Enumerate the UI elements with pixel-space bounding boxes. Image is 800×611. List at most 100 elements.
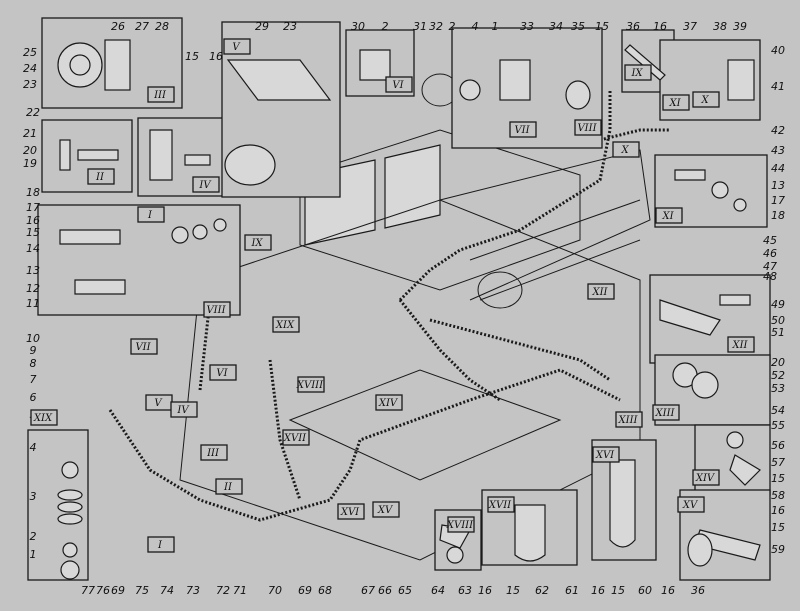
view-marker-frame [624,64,652,81]
view-marker-frame [272,316,300,333]
callout-number: 61 [565,584,579,597]
callout-number: 16 [653,20,667,33]
view-numeral: XII [731,340,748,351]
callout-number: 56 [771,439,785,452]
callout-number: 23 [283,20,297,33]
callout-number: 16 [26,214,40,227]
callout-number: 16 [771,504,785,517]
callout-number: 36 [691,584,705,597]
callout-number: 67 [361,584,375,597]
callout-number: 54 [771,404,785,417]
callout-number: 16 [209,50,223,63]
callout-number: 15 [771,521,785,534]
view-numeral: X [620,145,629,156]
callout-number: 20 [23,144,37,157]
view-marker-frame [655,207,683,224]
callout-number: 39 [733,20,747,33]
callout-number: 13 [26,264,40,277]
callout-number: 25 [23,46,37,59]
callout-number: 27 [135,20,149,33]
view-numeral: XIV [378,398,399,409]
callout-number: 15 [26,226,40,239]
view-numeral: XVI [595,450,615,461]
callout-number: 49 [771,298,785,311]
callout-number: 68 [318,584,332,597]
view-numeral: I [147,210,153,221]
callout-number: 72 [216,584,230,597]
view-numeral: XIX [33,413,53,424]
view-marker-frame [375,394,403,411]
callout-number: 52 [771,369,785,382]
view-marker-frame [727,336,755,353]
callout-number: 35 [571,20,585,33]
view-marker-frame [447,516,475,533]
callout-number: 43 [771,144,785,157]
view-numeral: XI [668,98,681,109]
wire-harness [108,90,670,522]
view-numeral: XVIII [296,380,324,391]
callout-number: 45 [763,234,777,247]
callout-number: 60 [638,584,652,597]
callout-number: 15 [611,584,625,597]
callout-number: 47 [763,260,777,273]
view-marker-frame [30,409,58,426]
view-numeral: XIX [275,320,295,331]
view-numeral: IX [630,68,643,79]
callout-number: 18 [771,209,785,222]
callout-number: 46 [763,247,777,260]
view-numeral: XIV [695,473,716,484]
view-marker-frame [215,478,243,495]
callout-number: 73 [186,584,200,597]
view-numeral: III [153,90,167,101]
callout-number: 20 [771,356,785,369]
callout-number: 75 [135,584,149,597]
callout-number: 31 [413,20,427,33]
callout-number: 3 [30,490,37,503]
callout-number: 7 [30,373,37,386]
view-marker-frame [200,444,228,461]
callout-number: 15 [771,472,785,485]
callout-number: 48 [763,270,777,283]
callout-number: 14 [26,242,40,255]
callout-number: 16 [478,584,492,597]
callout-number: 16 [661,584,675,597]
view-marker-frame [509,121,537,138]
callout-number: 53 [771,382,785,395]
view-numeral: XVIII [446,520,474,531]
view-marker-frame [244,234,272,251]
callout-number: 37 [683,20,697,33]
callout-number: 17 [771,194,785,207]
callout-number: 23 [23,78,37,91]
view-numeral: III [206,448,220,459]
callout-number: 17 [26,201,40,214]
view-numeral: VII [135,342,151,353]
view-marker-frame [652,404,680,421]
callout-number: 41 [771,80,785,93]
view-numeral: II [95,172,105,183]
callout-number: 34 [549,20,563,33]
callout-number: 63 [458,584,472,597]
callout-number: 28 [155,20,169,33]
view-numeral: IX [250,238,263,249]
callout-number: 30 [351,20,365,33]
callout-number: 21 [23,127,37,140]
view-numeral: VIII [577,123,597,134]
view-marker-frame [223,38,251,55]
callout-number: 11 [26,297,40,310]
callout-number: 4 [30,441,37,454]
view-marker-frame [574,119,602,136]
callout-number: 74 [160,584,174,597]
callout-number: 6 [30,391,37,404]
callout-number: 29 [255,20,269,33]
view-numeral: II [223,482,233,493]
callout-number: 1 [30,548,37,561]
view-numeral: XI [661,211,674,222]
view-marker-frame [147,86,175,103]
view-numeral: XIII [655,408,676,419]
view-numeral: VI [216,368,228,379]
callout-number: 33 [520,20,534,33]
view-numeral: XVI [340,507,360,518]
callout-number: 16 [591,584,605,597]
